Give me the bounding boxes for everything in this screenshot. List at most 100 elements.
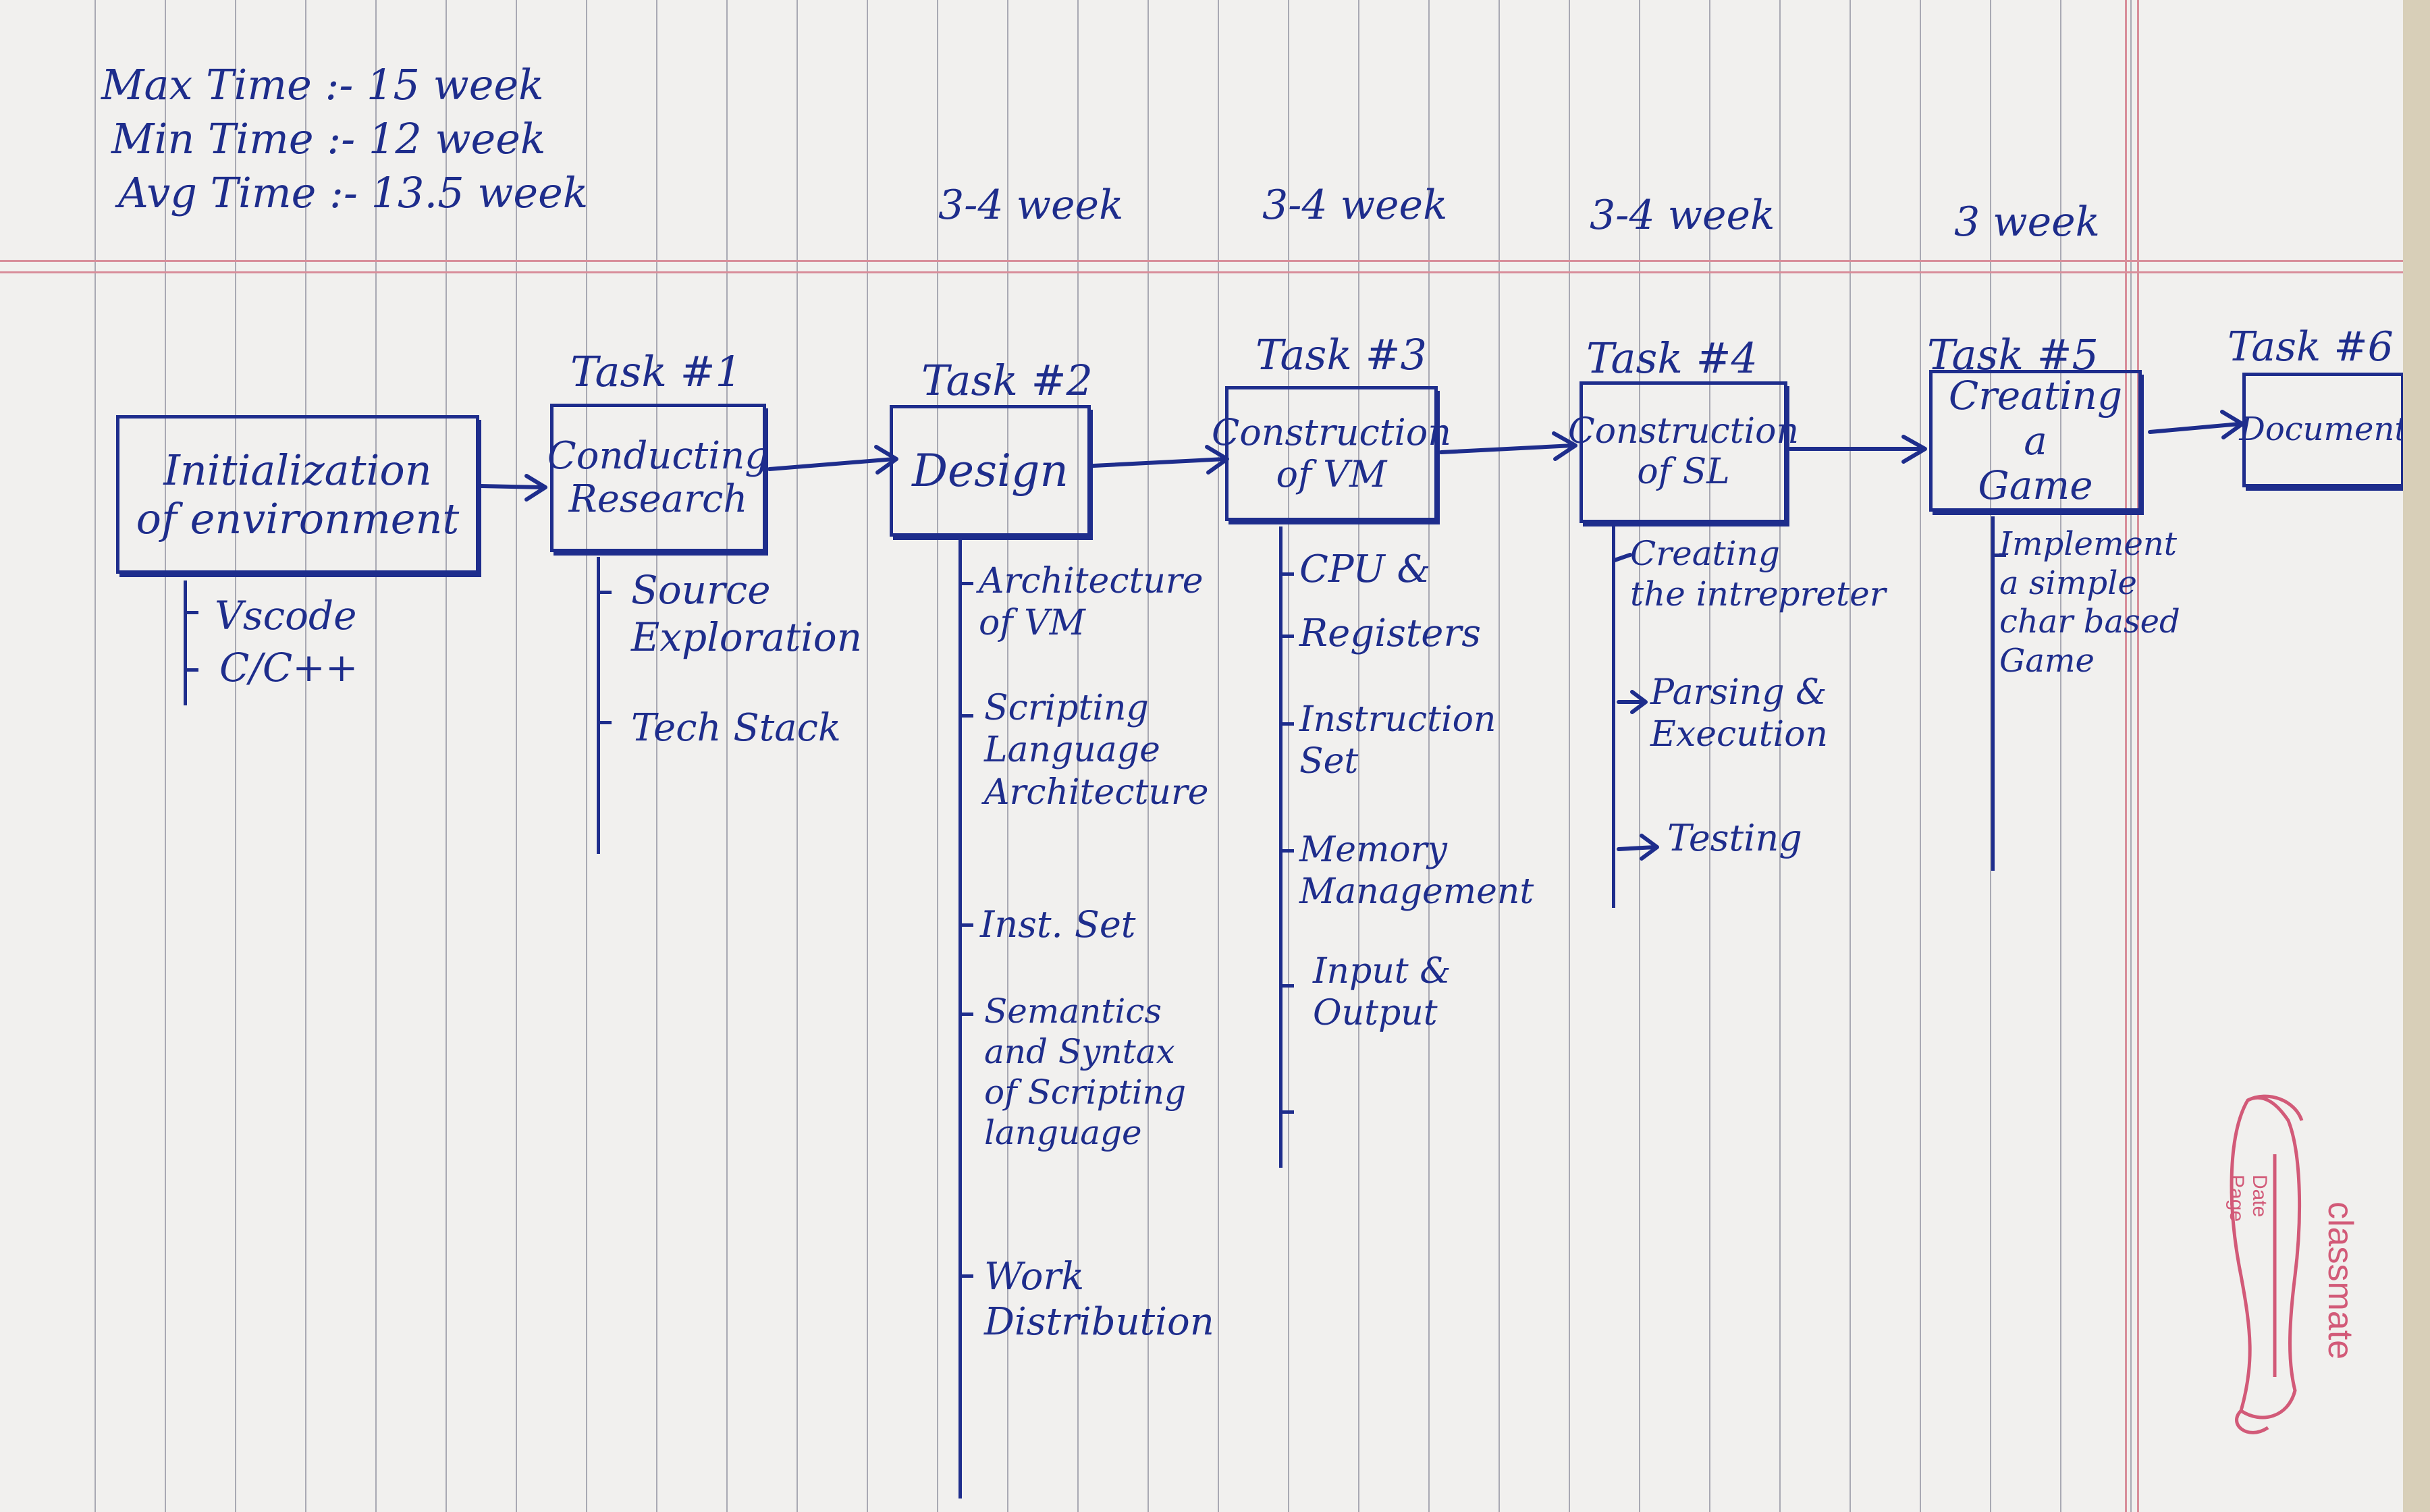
ruled-line (375, 0, 377, 1512)
tick (959, 923, 973, 927)
task-6-id: Task #6 (2228, 323, 2394, 371)
task-5-stem (1991, 516, 1995, 871)
task-2-box: Design (890, 405, 1091, 537)
ruled-line (2130, 0, 2132, 1512)
ruled-line (1920, 0, 1921, 1512)
task-4-id: Task #4 (1586, 333, 1758, 383)
task-3-item-1: CPU & (1299, 547, 1431, 591)
ruled-line (937, 0, 938, 1512)
max-time-note: Max Time :- 15 week (101, 60, 544, 109)
classmate-stamp: classmate Date Page (2225, 1094, 2360, 1434)
ruled-line (1288, 0, 1289, 1512)
task-3-item-3: Instruction Set (1299, 699, 1496, 782)
initialization-label: Initialization of environment (136, 446, 460, 543)
ruled-line (796, 0, 798, 1512)
task-2-item-3: Inst. Set (980, 903, 1136, 946)
min-time-note: Min Time :- 12 week (111, 114, 546, 163)
task-1-item-2: Tech Stack (631, 706, 841, 750)
ruled-line (446, 0, 447, 1512)
right-margin-rule-2 (2137, 0, 2139, 1512)
task-5-item-1: Implement a simple char based Game (1999, 525, 2180, 680)
task-1-box: Conducting Research (547, 404, 770, 552)
task-4-stem (1612, 526, 1615, 908)
task-2-item-1: Architecture of VM (979, 561, 1204, 644)
stamp-date-label: Date (2248, 1174, 2271, 1217)
top-margin-rule-2 (0, 271, 2416, 273)
stamp-brand: classmate (2321, 1202, 2360, 1359)
right-margin-rule (2125, 0, 2127, 1512)
tick (1991, 554, 2006, 557)
duration-task-5: 3 week (1954, 198, 2100, 246)
task-2-item-5: Work Distribution (984, 1255, 1214, 1345)
arrow-task-3-to-task-4 (1439, 443, 1575, 454)
tick (184, 668, 198, 672)
tick (184, 611, 198, 614)
task-4-label: Construction of SL (1568, 411, 1799, 492)
task-1-label: Conducting Research (547, 433, 770, 521)
initialization-item-1: Vscode (215, 593, 357, 639)
task-4-item-2: Parsing & Execution (1650, 672, 1828, 755)
initialization-item-2: C/C++ (219, 645, 358, 691)
tick (959, 1274, 973, 1278)
task-3-stem (1279, 526, 1282, 1168)
ruled-line (1569, 0, 1570, 1512)
ruled-line (1428, 0, 1430, 1512)
initialization-box: Initialization of environment (116, 415, 479, 574)
initialization-stem (184, 580, 187, 705)
tick (1279, 634, 1294, 638)
arrow-init-to-task-1 (479, 484, 545, 489)
task-2-id: Task #2 (921, 356, 1093, 405)
task-1-id: Task #1 (570, 347, 742, 396)
task-3-item-4: Memory Management (1299, 830, 1534, 913)
ruled-line (1779, 0, 1781, 1512)
tick (597, 591, 612, 594)
arrow-task-4-item-3 (1617, 845, 1657, 851)
ruled-line (867, 0, 868, 1512)
task-1-item-1: Source Exploration (631, 567, 863, 660)
task-2-item-2: Scripting Language Architecture (984, 688, 1209, 813)
task-4-box: Construction of SL (1568, 381, 1799, 523)
ruled-line (235, 0, 236, 1512)
ruled-line (586, 0, 587, 1512)
desk-edge (2403, 0, 2430, 1512)
task-2-item-4: Semantics and Syntax of Scripting langua… (984, 992, 1186, 1152)
top-margin-rule (0, 260, 2416, 262)
arrow-task-2-to-task-3 (1091, 457, 1227, 468)
ruled-line (1077, 0, 1079, 1512)
duration-task-3: 3-4 week (1262, 182, 1448, 229)
ruled-line (516, 0, 517, 1512)
ruled-line (656, 0, 657, 1512)
stamp-page-label: Page (2225, 1174, 2248, 1222)
tick (1279, 1110, 1294, 1114)
task-3-box: Construction of VM (1211, 386, 1452, 521)
task-5-box: Creating a Game (1929, 370, 2142, 512)
tick (1279, 572, 1294, 576)
ruled-line (1990, 0, 1991, 1512)
arrow-task-1-to-task-2 (767, 457, 896, 471)
ruled-line (726, 0, 728, 1512)
ruled-line (1148, 0, 1149, 1512)
avg-time-note: Avg Time :- 13.5 week (118, 168, 589, 217)
ruled-line (1709, 0, 1710, 1512)
duration-task-4: 3-4 week (1590, 192, 1775, 239)
task-4-item-3: Testing (1667, 817, 1802, 859)
ruled-line (1007, 0, 1008, 1512)
task-4-item-1: Creating the intrepreter (1630, 534, 1886, 614)
ruled-line (1358, 0, 1359, 1512)
tick (959, 1013, 973, 1016)
stamp-outline (2230, 1096, 2302, 1420)
ruled-line (2060, 0, 2061, 1512)
tick (1279, 722, 1294, 726)
task-5-label: Creating a Game (1948, 372, 2123, 509)
duration-task-2: 3-4 week (938, 182, 1124, 229)
ruled-line (165, 0, 166, 1512)
ruled-line (1850, 0, 1851, 1512)
task-2-label: Design (912, 444, 1069, 497)
task-3-id: Task #3 (1256, 330, 1427, 379)
task-6-box: Document (2239, 373, 2408, 487)
ruled-line (94, 0, 96, 1512)
task-3-label: Construction of VM (1211, 410, 1452, 495)
task-3-item-2: Registers (1299, 612, 1481, 655)
